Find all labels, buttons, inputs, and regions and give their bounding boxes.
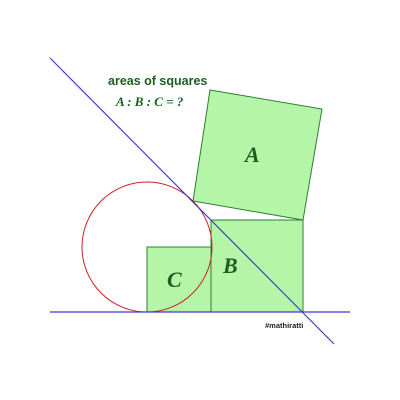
diagram-title: areas of squares [108, 74, 207, 88]
label-a: A [243, 142, 260, 167]
label-c: C [167, 267, 182, 292]
ratio-question: A : B : C = ? [115, 94, 184, 109]
diagonal-line [49, 57, 335, 345]
hashtag-label: #mathiratti [265, 321, 303, 330]
label-b: B [222, 253, 238, 278]
